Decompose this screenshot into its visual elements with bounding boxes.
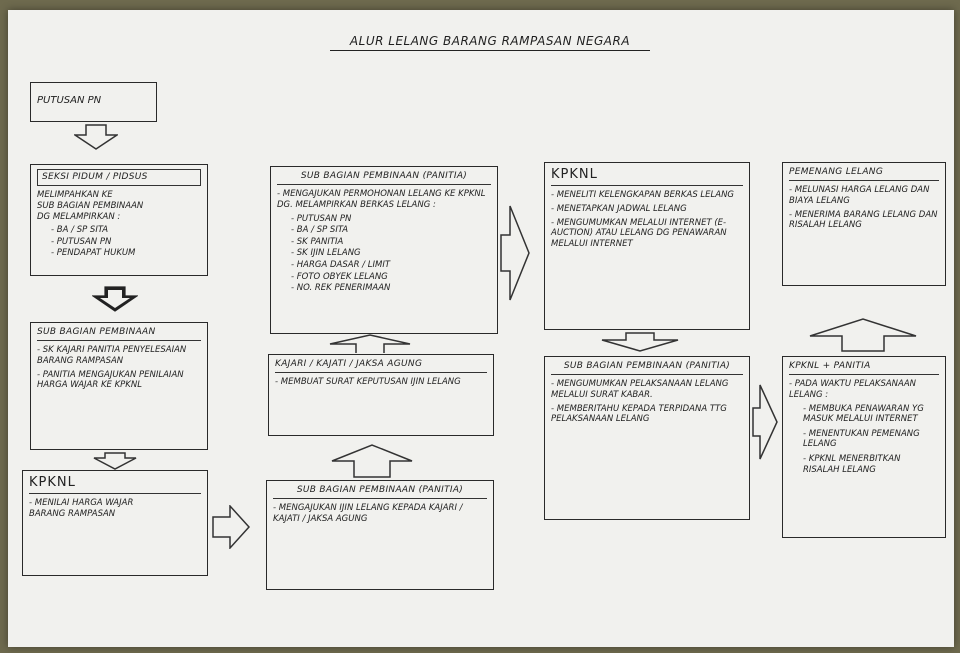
pemenang-heading: PEMENANG LELANG xyxy=(789,167,939,182)
kpknl-2-heading: KPKNL xyxy=(551,167,743,187)
box-seksi-pidum: SEKSI PIDUM / PIDSUS MELIMPAHKAN KE SUB … xyxy=(30,164,208,276)
seksi-line-2: SUB BAGIAN PEMBINAAN xyxy=(37,200,144,211)
box-sub-bagian-panitia-bottom: SUB BAGIAN PEMBINAAN (PANITIA) MENGAJUKA… xyxy=(266,480,494,590)
paper-sheet xyxy=(8,10,954,647)
kpknl-2-item-1: MENELITI KELENGKAPAN BERKAS LELANG xyxy=(551,190,743,201)
putusan-pn-text: PUTUSAN PN xyxy=(37,95,102,106)
seksi-line-3: DG MELAMPIRKAN : xyxy=(37,211,121,222)
pemenang-item-2: MENERIMA BARANG LELANG DAN RISALAH LELAN… xyxy=(789,210,939,231)
berkas-lelang-4: SK IJIN LELANG xyxy=(291,248,491,259)
seksi-heading: SEKSI PIDUM / PIDSUS xyxy=(37,169,201,187)
berkas-lelang-3: SK PANITIA xyxy=(291,237,491,248)
box-kpknl-panitia: KPKNL + PANITIA PADA WAKTU PELAKSANAAN L… xyxy=(782,356,946,538)
seksi-attachment-3: PENDAPAT HUKUM xyxy=(51,248,201,259)
panitia-mid-heading: SUB BAGIAN PEMBINAAN (PANITIA) xyxy=(551,361,743,376)
berkas-lelang-2: BA / SP SITA xyxy=(291,225,491,236)
kpknl-1-heading: KPKNL xyxy=(29,475,201,495)
kpknl-panitia-sub-3: KPKNL MENERBITKAN RISALAH LELANG xyxy=(803,454,939,475)
arrow-up-1 xyxy=(329,334,411,353)
pemenang-item-1: MELUNASI HARGA LELANG DAN BIAYA LELANG xyxy=(789,185,939,206)
box-pemenang-lelang: PEMENANG LELANG MELUNASI HARGA LELANG DA… xyxy=(782,162,946,286)
panitia-top-item-1: MENGAJUKAN PERMOHONAN LELANG KE KPKNL DG… xyxy=(277,189,491,210)
panitia-bottom-heading: SUB BAGIAN PEMBINAAN (PANITIA) xyxy=(273,485,487,500)
kpknl-panitia-sub-1: MEMBUKA PENAWARAN YG MASUK MELALUI INTER… xyxy=(803,404,939,425)
panitia-bottom-item-1: MENGAJUKAN IJIN LELANG KEPADA KAJARI / K… xyxy=(273,503,487,524)
seksi-attachment-2: PUTUSAN PN xyxy=(51,237,201,248)
panitia-mid-item-2: MEMBERITAHU KEPADA TERPIDANA TTG PELAKSA… xyxy=(551,404,743,425)
box-kajari: KAJARI / KAJATI / JAKSA AGUNG MEMBUAT SU… xyxy=(268,354,494,436)
kpknl-panitia-sub-2: MENENTUKAN PEMENANG LELANG xyxy=(803,429,939,450)
sub-bagian-1-item-2: PANITIA MENGAJUKAN PENILAIAN HARGA WAJAR… xyxy=(37,370,201,391)
kpknl-panitia-item-1: PADA WAKTU PELAKSANAAN LELANG : xyxy=(789,379,939,400)
kajari-item-1: MEMBUAT SURAT KEPUTUSAN IJIN LELANG xyxy=(275,377,487,388)
kajari-heading: KAJARI / KAJATI / JAKSA AGUNG xyxy=(275,359,487,374)
sub-bagian-1-item-1: SK KAJARI PANITIA PENYELESAIAN BARANG RA… xyxy=(37,345,201,366)
arrow-right-2 xyxy=(500,205,530,301)
seksi-attachment-1: BA / SP SITA xyxy=(51,225,201,236)
arrow-down-2 xyxy=(92,286,138,312)
sub-bagian-1-heading: SUB BAGIAN PEMBINAAN xyxy=(37,327,201,342)
arrow-down-3 xyxy=(93,452,137,470)
arrow-right-3 xyxy=(752,384,778,460)
berkas-lelang-7: NO. REK PENERIMAAN xyxy=(291,283,491,294)
box-sub-bagian-panitia-mid: SUB BAGIAN PEMBINAAN (PANITIA) MENGUMUMK… xyxy=(544,356,750,520)
berkas-lelang-6: FOTO OBYEK LELANG xyxy=(291,272,491,283)
berkas-lelang-1: PUTUSAN PN xyxy=(291,214,491,225)
box-putusan-pn: PUTUSAN PN xyxy=(30,82,157,122)
arrow-up-3 xyxy=(809,318,917,352)
box-kpknl-1: KPKNL MENILAI HARGA WAJAR BARANG RAMPASA… xyxy=(22,470,208,576)
kpknl-panitia-heading: KPKNL + PANITIA xyxy=(789,361,939,376)
diagram-title: ALUR LELANG BARANG RAMPASAN NEGARA xyxy=(330,34,650,51)
arrow-down-1 xyxy=(74,124,118,150)
box-kpknl-2: KPKNL MENELITI KELENGKAPAN BERKAS LELANG… xyxy=(544,162,750,330)
arrow-right-1 xyxy=(212,505,250,549)
box-sub-bagian-panitia-top: SUB BAGIAN PEMBINAAN (PANITIA) MENGAJUKA… xyxy=(270,166,498,334)
arrow-down-4 xyxy=(601,332,679,352)
box-sub-bagian-pembinaan-1: SUB BAGIAN PEMBINAAN SK KAJARI PANITIA P… xyxy=(30,322,208,450)
berkas-lelang-5: HARGA DASAR / LIMIT xyxy=(291,260,491,271)
kpknl-1-item-1: MENILAI HARGA WAJAR BARANG RAMPASAN xyxy=(29,498,201,519)
kpknl-2-item-3: MENGUMUMKAN MELALUI INTERNET (E-AUCTION)… xyxy=(551,218,743,250)
panitia-mid-item-1: MENGUMUMKAN PELAKSANAAN LELANG MELALUI S… xyxy=(551,379,743,400)
seksi-line-1: MELIMPAHKAN KE xyxy=(37,190,113,201)
arrow-up-2 xyxy=(331,444,413,478)
kpknl-2-item-2: MENETAPKAN JADWAL LELANG xyxy=(551,204,743,215)
panitia-top-heading: SUB BAGIAN PEMBINAAN (PANITIA) xyxy=(277,171,491,186)
